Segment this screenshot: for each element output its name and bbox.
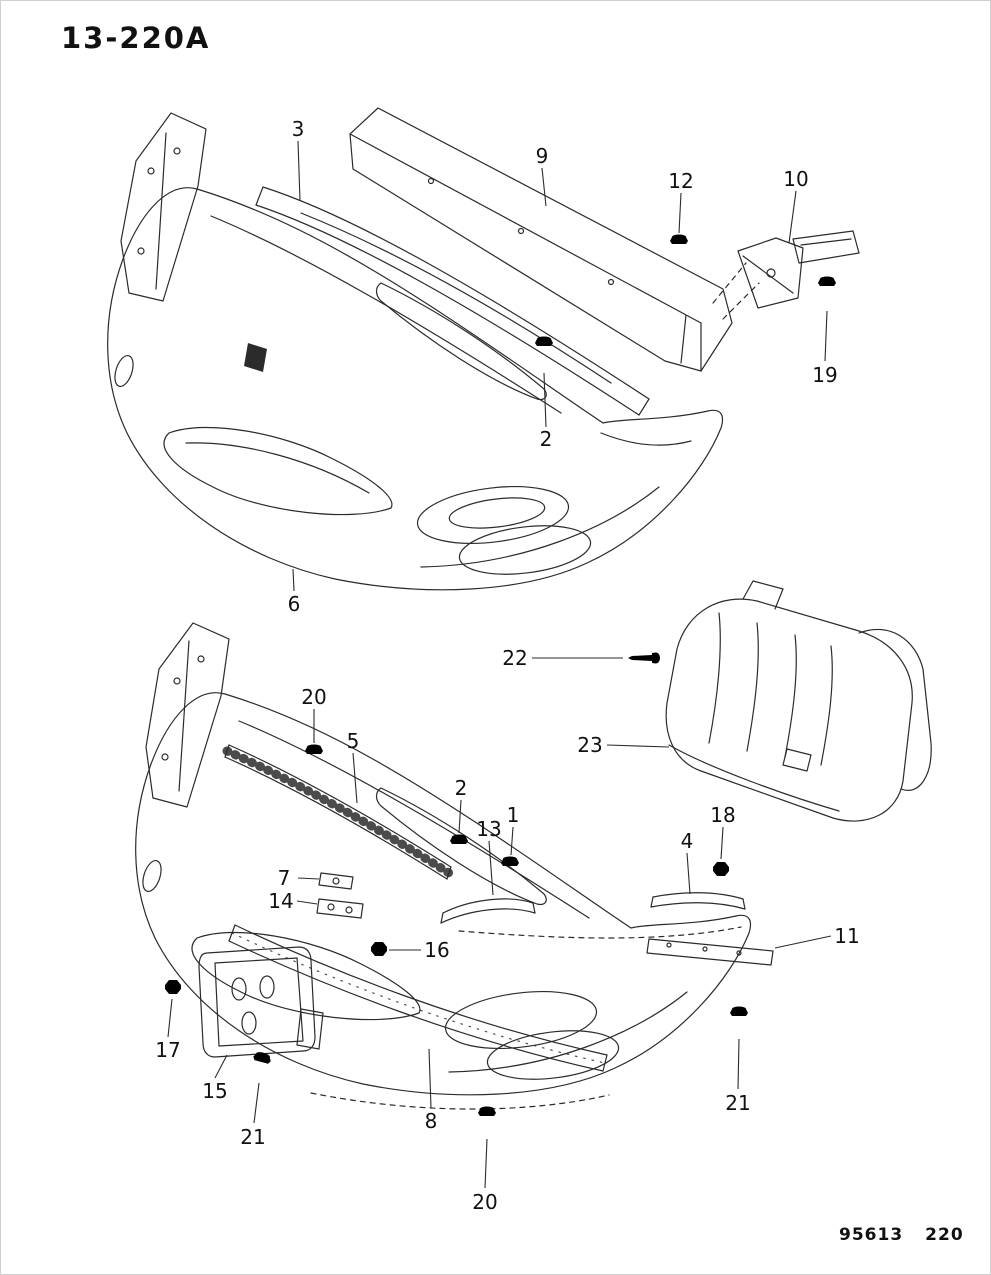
side-bracket-part bbox=[737, 230, 860, 309]
footer-code-left: 95613 bbox=[839, 1225, 904, 1245]
leader-18 bbox=[720, 826, 724, 860]
leader-17 bbox=[167, 998, 173, 1038]
leader-10 bbox=[788, 190, 797, 244]
bolt-12 bbox=[670, 234, 688, 261]
leader-6 bbox=[292, 568, 295, 592]
leader-1 bbox=[510, 826, 514, 856]
callout-1: 1 bbox=[507, 803, 520, 827]
bolt-21-right bbox=[730, 1006, 748, 1033]
bolt-19 bbox=[818, 276, 836, 303]
bracket-7-part bbox=[318, 872, 354, 890]
callout-17: 17 bbox=[155, 1038, 180, 1062]
leader-8 bbox=[428, 1048, 432, 1109]
air-duct-part bbox=[628, 580, 932, 822]
lower-strip-part bbox=[228, 924, 608, 1072]
license-bracket-part bbox=[198, 946, 324, 1058]
callout-21-left: 21 bbox=[240, 1125, 265, 1149]
bolt-20-upper bbox=[305, 744, 323, 771]
emblem bbox=[244, 343, 267, 372]
clip-17 bbox=[165, 980, 181, 994]
nut-16 bbox=[371, 942, 387, 956]
callout-22: 22 bbox=[502, 646, 527, 670]
callout-6: 6 bbox=[288, 592, 301, 616]
leader-19 bbox=[824, 310, 828, 362]
leader-7 bbox=[297, 877, 320, 880]
sight-shield-strip-part bbox=[222, 744, 454, 880]
callout-2-upper: 2 bbox=[540, 427, 553, 451]
callout-13: 13 bbox=[476, 817, 501, 841]
callout-19: 19 bbox=[812, 363, 837, 387]
leader-13 bbox=[488, 840, 494, 896]
lower-fascia-part bbox=[135, 692, 752, 1110]
lower-corner-bracket-part bbox=[145, 622, 230, 808]
leader-lines bbox=[167, 140, 832, 1189]
leader-23 bbox=[606, 744, 670, 748]
callout-23: 23 bbox=[577, 733, 602, 757]
leader-21-left bbox=[253, 1082, 260, 1124]
nut-18 bbox=[713, 862, 729, 876]
footer-code: 95613 220 bbox=[839, 1225, 964, 1245]
callout-12: 12 bbox=[668, 169, 693, 193]
leader-4 bbox=[686, 852, 691, 895]
leader-20-lower bbox=[484, 1138, 488, 1189]
callout-8: 8 bbox=[425, 1109, 438, 1133]
upper-corner-bracket-part bbox=[120, 112, 207, 302]
leader-12 bbox=[678, 192, 682, 234]
leader-2-upper bbox=[543, 372, 547, 428]
page-title: 13-220A bbox=[61, 21, 211, 55]
bolt-20-lower bbox=[478, 1106, 496, 1133]
front-fascia-part bbox=[107, 187, 724, 591]
leader-14 bbox=[296, 900, 318, 905]
lower-assembly bbox=[135, 622, 774, 1133]
callout-7: 7 bbox=[278, 866, 291, 890]
callout-3: 3 bbox=[292, 117, 305, 141]
callout-2-lower: 2 bbox=[455, 776, 468, 800]
callout-labels: 3 9 12 10 19 2 6 22 20 5 23 2 13 1 18 4 … bbox=[155, 117, 859, 1214]
absorber-strip-part bbox=[255, 186, 650, 416]
screw-22 bbox=[628, 652, 660, 664]
bolt-1 bbox=[501, 856, 519, 883]
molding-11-part bbox=[646, 938, 774, 966]
callout-21-right: 21 bbox=[725, 1091, 750, 1115]
leader-9 bbox=[541, 167, 547, 207]
strip-4-part bbox=[650, 892, 746, 910]
callout-20-upper: 20 bbox=[301, 685, 326, 709]
bolt-2-lower bbox=[450, 834, 468, 861]
callout-20-lower: 20 bbox=[472, 1190, 497, 1214]
leader-5 bbox=[352, 752, 358, 804]
callout-10: 10 bbox=[783, 167, 808, 191]
footer-code-right: 220 bbox=[925, 1225, 964, 1245]
callout-18: 18 bbox=[710, 803, 735, 827]
callout-5: 5 bbox=[347, 729, 360, 753]
callout-15: 15 bbox=[202, 1079, 227, 1103]
reinforcement-beam-part bbox=[349, 107, 760, 372]
bracket-14-part bbox=[316, 898, 364, 919]
leader-3 bbox=[297, 140, 301, 202]
upper-assembly bbox=[107, 107, 860, 591]
leader-11 bbox=[774, 935, 832, 949]
leader-21-right bbox=[737, 1038, 740, 1090]
callout-11: 11 bbox=[834, 924, 859, 948]
diagram-artwork bbox=[107, 107, 932, 1133]
callout-14: 14 bbox=[268, 889, 293, 913]
leader-2-lower bbox=[458, 799, 462, 834]
callout-9: 9 bbox=[536, 144, 549, 168]
leader-15 bbox=[214, 1054, 228, 1079]
strip-13-part bbox=[440, 898, 536, 924]
callout-4: 4 bbox=[681, 829, 694, 853]
callout-16: 16 bbox=[424, 938, 449, 962]
